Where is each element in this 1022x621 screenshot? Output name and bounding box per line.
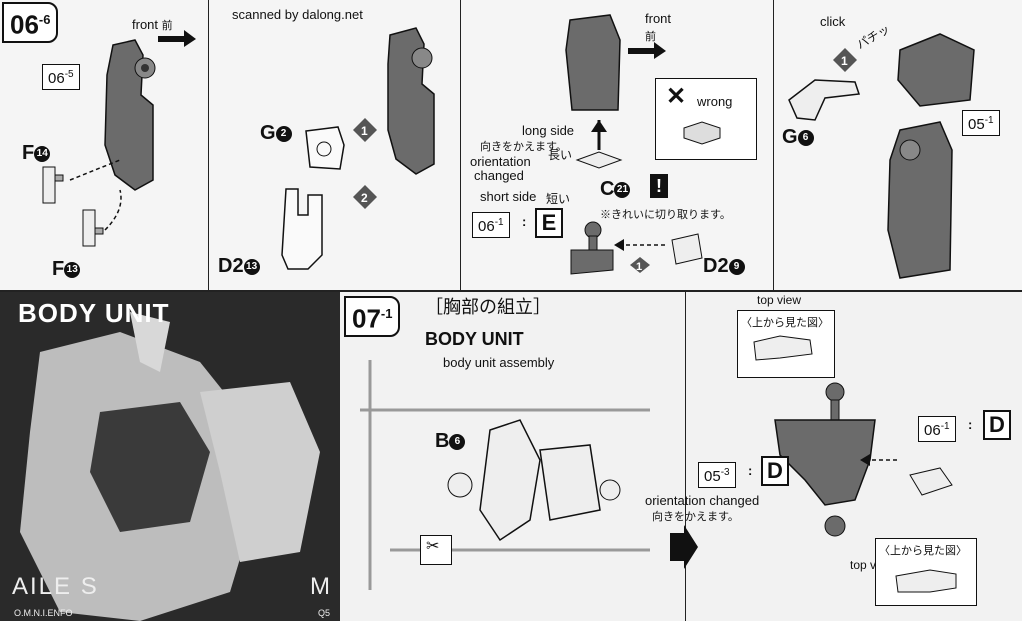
nipper-glyph-icon: ✂ [426,538,440,555]
changed-label: changed [474,168,524,183]
part-c21-drawing [575,120,623,169]
x-icon: ✕ [666,83,687,110]
ref-06-1-d: 06-1 [918,416,956,442]
body-unit-photo-panel [0,292,340,621]
leg-part-illustration-3 [565,14,621,111]
shoulder-joint-drawing [860,454,953,496]
part-d2-9-drawing [671,233,703,265]
joint-part-drawing [570,221,614,275]
body-unit-photo [20,312,320,621]
front-arrow-icon [158,30,196,47]
svg-text:1: 1 [636,261,642,273]
jp-turn-label: 向きをかえます。 [480,141,567,153]
arrow-1: 1 [614,239,665,273]
ref-06-5: 06-5 [42,64,80,90]
step-arrows-4: 1 [833,48,857,72]
leg-part-illustration-4 [887,121,953,279]
ref-05-1: 05-1 [962,110,1000,136]
body-unit-title: BODY UNIT [18,298,170,328]
body-unit-bottom-right: M [310,573,330,600]
long-side-label: long side [522,123,575,138]
step-label-06-6: 06-6 [2,2,59,43]
panel-divider [460,0,461,290]
svg-text:2: 2 [361,191,368,205]
small-part-f14 [42,166,64,204]
panel-divider [685,292,686,621]
svg-text:1: 1 [841,54,848,68]
short-side-label: short side [480,189,537,204]
front-label: front 前 [132,17,173,33]
ref-05-3-d: 05-3 [698,462,736,488]
wrong-part-drawing [683,121,721,145]
top-view-box [737,310,835,378]
colon-3: : [748,463,753,478]
runner-illustration [360,360,650,590]
front-arrow-icon-3 [628,42,666,59]
top-view-part-drawing [753,335,813,361]
small-part-f13 [82,209,104,247]
part-d2-13-drawing [281,188,323,270]
dashed-arrows [69,159,122,231]
part-g2-drawing [305,126,345,170]
top-view-jp-2: 〈上から見た図〉 [879,545,967,557]
ref-letter-d-2: D [761,456,789,486]
nipper-icon [420,535,452,565]
body-unit-sub: O.M.N.I.ENFO [14,608,73,618]
leg-part-illustration [104,39,156,191]
top-panel [0,0,1022,292]
top-view-label: top view [757,293,802,307]
part-05-1-drawing [897,33,975,107]
orientation-changed-label: orientation changed [645,493,760,508]
click-label: click [820,14,846,29]
panel-divider [773,0,774,290]
ref-letter-e: E [535,208,563,238]
leg-part-illustration-2 [387,27,435,175]
front-label-3-jp: 前 [645,31,656,43]
step-label-07-1: 07-1 [344,296,401,337]
note-text: ※きれいに切り取ります。 [600,209,731,221]
svg-text:1: 1 [361,124,368,138]
jp-title: ［胸部の組立］ [425,297,551,317]
ref-letter-d-1: D [983,410,1011,440]
step-arrows: 12 [353,118,377,209]
orientation-label: orientation [470,154,531,169]
warning-icon: ! [650,174,668,198]
body-unit-subtitle: body unit assembly [443,355,555,370]
wrong-label: wrong [697,94,733,109]
panel-divider [208,0,209,290]
body-unit-heading: BODY UNIT [425,329,524,349]
jp-turn-label-2: 向きをかえます。 [652,511,739,523]
top-view-jp: 〈上から見た図〉 [741,317,829,329]
top-view-part-drawing-2 [895,569,957,593]
body-unit-sub-right: Q5 [318,608,331,618]
big-arrow-icon [670,525,698,569]
credit-text: scanned by dalong.net [232,7,363,22]
body-unit-bottom-text: AILE S [12,573,99,600]
short-jp-label: 短い [546,192,571,206]
part-g6-drawing [788,79,861,121]
colon: : [522,214,527,229]
wrong-box [655,78,757,160]
front-label-3: front [645,11,672,26]
colon-2: : [968,417,973,432]
ref-06-1: 06-1 [472,212,510,238]
long-jp-label: 長い [548,148,573,162]
